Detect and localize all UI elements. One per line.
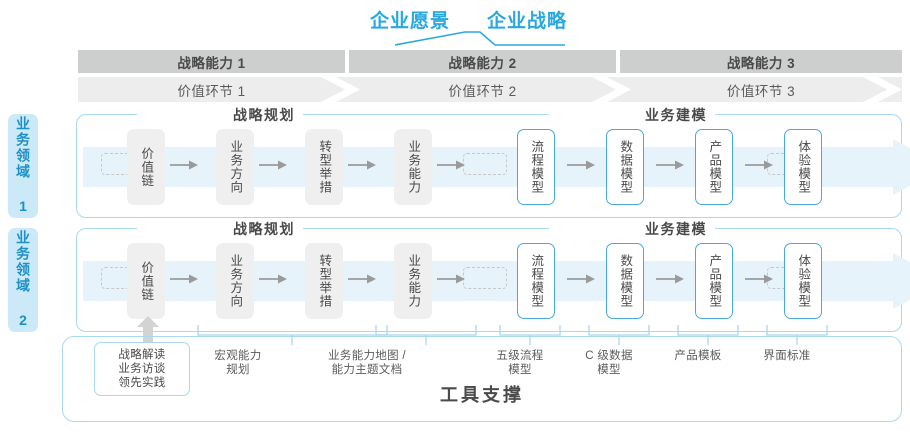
row1-title-gap-right — [549, 113, 699, 118]
arrow-icon — [745, 160, 773, 170]
arrow-icon — [170, 160, 198, 170]
row2-title-gap-right — [549, 227, 699, 232]
capability-bar-2[interactable]: 战略能力 2 — [349, 50, 616, 73]
sidebar-item-domain-1[interactable]: 业务领域 1 — [8, 114, 38, 218]
domain-row-2: 战略规划 业务建模 价值链 业务方向 转型举措 业务能力 流程模型 数据模型 产… — [76, 219, 910, 332]
tool-label-macro-capability-planning[interactable]: 宏观能力规划 — [214, 350, 262, 376]
capability-bar-1[interactable]: 战略能力 1 — [78, 50, 345, 73]
node-experience-model-row1[interactable]: 体验模型 — [784, 129, 822, 205]
node-transformation-row2[interactable]: 转型举措 — [305, 243, 343, 319]
tool-label-capability-map[interactable]: 业务能力地图 /能力主题文档 — [328, 350, 406, 376]
node-process-model-row2[interactable]: 流程模型 — [517, 243, 555, 319]
node-data-model-row1[interactable]: 数据模型 — [606, 129, 644, 205]
arrow-icon — [567, 160, 595, 170]
row2-title-gap-left — [137, 227, 287, 232]
capability-bar-3[interactable]: 战略能力 3 — [620, 50, 902, 73]
sidebar-item-domain-2[interactable]: 业务领域 2 — [8, 228, 38, 332]
tool-support-title: 工具支撑 — [440, 385, 524, 405]
arrow-icon — [567, 274, 595, 284]
section-title-planning-row2: 战略规划 — [225, 219, 303, 239]
value-chain-label-3[interactable]: 价值环节 3 — [726, 83, 796, 99]
node-business-capability-row2[interactable]: 业务能力 — [394, 243, 432, 319]
node-transformation-row1[interactable]: 转型举措 — [305, 129, 343, 205]
node-business-capability-row1[interactable]: 业务能力 — [394, 129, 432, 205]
row1-title-gap-left — [137, 113, 287, 118]
vision-title: 企业愿景 — [370, 11, 451, 32]
title-connector-line — [395, 31, 565, 46]
up-arrow-icon — [137, 316, 159, 342]
arrow-icon — [170, 274, 198, 284]
tool-label-product-template[interactable]: 产品模板 — [674, 350, 722, 362]
tool-label-five-level-process-model[interactable]: 五级流程模型 — [496, 350, 544, 376]
placeholder-mid-row1 — [463, 153, 507, 175]
node-value-chain-row1[interactable]: 价值链 — [127, 129, 165, 205]
tool-connector-lines — [197, 325, 828, 345]
node-data-model-row2[interactable]: 数据模型 — [606, 243, 644, 319]
arrow-icon — [259, 274, 287, 284]
section-title-modeling-row1: 业务建模 — [637, 105, 715, 125]
arrow-icon — [656, 160, 684, 170]
strategy-title: 企业战略 — [487, 11, 568, 32]
tool-label-interface-standard[interactable]: 界面标准 — [763, 350, 811, 362]
section-title-planning-row1: 战略规划 — [225, 105, 303, 125]
node-experience-model-row2[interactable]: 体验模型 — [784, 243, 822, 319]
node-product-model-row2[interactable]: 产品模型 — [695, 243, 733, 319]
tool-label-strategy-interpretation[interactable]: 战略解读业务访谈领先实践 — [94, 342, 190, 396]
node-product-model-row1[interactable]: 产品模型 — [695, 129, 733, 205]
section-title-modeling-row2: 业务建模 — [637, 219, 715, 239]
node-process-model-row1[interactable]: 流程模型 — [517, 129, 555, 205]
value-chain-label-2[interactable]: 价值环节 2 — [448, 83, 517, 99]
arrow-icon — [437, 274, 465, 284]
value-chain-label-1[interactable]: 价值环节 1 — [177, 83, 246, 99]
domain-row-1: 战略规划 业务建模 价值链 业务方向 转型举措 业务能力 流程模型 数据模型 产… — [76, 105, 910, 218]
node-value-chain-row2[interactable]: 价值链 — [127, 243, 165, 319]
tool-label-c-level-data-model[interactable]: C 级数据模型 — [585, 350, 633, 376]
placeholder-mid-row2 — [463, 267, 507, 289]
arrow-icon — [259, 160, 287, 170]
value-chain-band — [78, 77, 902, 102]
arrow-icon — [437, 160, 465, 170]
arrow-icon — [348, 274, 376, 284]
tool-support-container: 工具支撑 — [62, 336, 902, 422]
arrow-icon — [348, 160, 376, 170]
node-business-direction-row1[interactable]: 业务方向 — [216, 129, 254, 205]
node-business-direction-row2[interactable]: 业务方向 — [216, 243, 254, 319]
arrow-icon — [656, 274, 684, 284]
arrow-icon — [745, 274, 773, 284]
